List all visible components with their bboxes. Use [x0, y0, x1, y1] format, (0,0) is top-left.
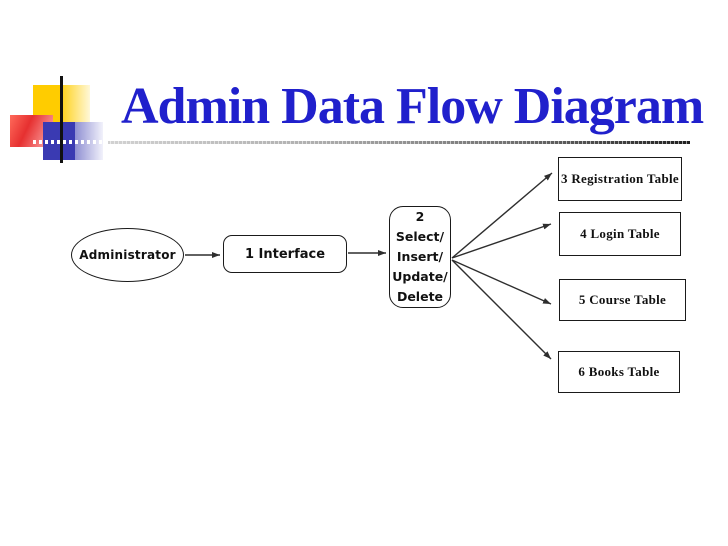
- arrow-process-to-login: [451, 223, 552, 259]
- datastore-books-table: 6 Books Table: [558, 351, 680, 393]
- datastore-label: 4 Login Table: [580, 226, 660, 241]
- title-divider-rule: [106, 141, 690, 144]
- logo-yellow-gradient-square-icon: [62, 85, 90, 123]
- datastore-registration-table: 3 Registration Table: [558, 157, 682, 201]
- process-line: Insert/: [396, 249, 444, 264]
- page-title: Admin Data Flow Diagram: [121, 78, 704, 135]
- process-select-insert-update-delete-box: 2 Select/ Insert/ Update/ Delete: [389, 206, 451, 308]
- arrow-process-to-books: [451, 259, 552, 360]
- logo-vertical-line: [60, 76, 63, 163]
- datastore-label: 5 Course Table: [578, 292, 667, 307]
- datastore-label: 6 Books Table: [578, 364, 660, 379]
- arrow-process-to-course: [451, 259, 552, 305]
- process-line: Select/: [395, 229, 445, 244]
- process-line: 2: [415, 209, 425, 224]
- process-line: Delete: [396, 289, 444, 304]
- logo-dashed-line: [33, 140, 110, 144]
- process-line: Update/: [392, 269, 448, 284]
- arrow-process-to-registration: [451, 172, 553, 259]
- datastore-course-table: 5 Course Table: [559, 279, 686, 321]
- actor-label: Administrator: [79, 248, 176, 262]
- interface-label: 1 Interface: [244, 246, 326, 262]
- actor-administrator-ellipse: Administrator: [71, 228, 184, 282]
- datastore-label: 3 Registration Table: [561, 171, 679, 186]
- datastore-login-table: 4 Login Table: [559, 212, 681, 256]
- process-interface-box: 1 Interface: [223, 235, 347, 273]
